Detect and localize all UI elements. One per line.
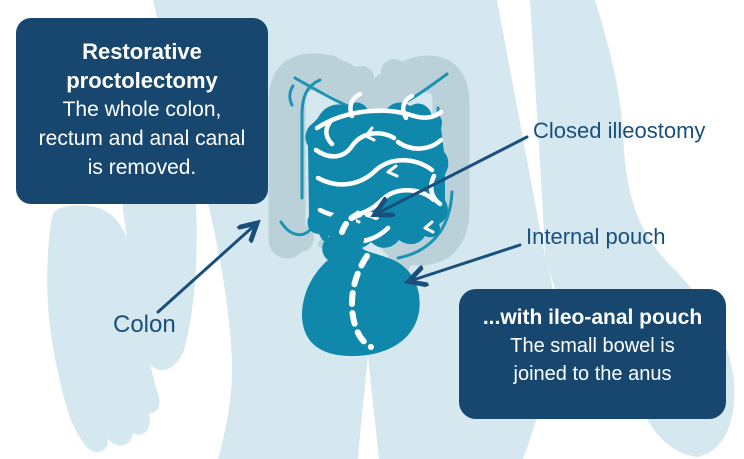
internal-pouch-label: Internal pouch: [526, 224, 666, 249]
right-box-title: ...with ileo-anal pouch: [482, 306, 703, 329]
arrow-to-colon-icon: [156, 224, 256, 314]
arrow-to-ileostomy-icon: [376, 135, 529, 214]
right-box-body-line2: joined to the anus: [513, 363, 672, 385]
left-hand: [47, 205, 160, 453]
small-intestine: [305, 91, 449, 249]
left-box-title-line1: Restorative: [82, 39, 202, 64]
colon-label: Colon: [113, 311, 176, 338]
right-box-body-line1: The small bowel is: [510, 335, 675, 357]
left-box-title-line2: proctolectomy: [66, 68, 218, 93]
pouch-body: [302, 209, 420, 356]
ileo-anal-pouch-box: ...with ileo-anal pouch The small bowel …: [459, 289, 726, 419]
restorative-proctolectomy-box: Restorative proctolectomy The whole colo…: [16, 18, 268, 204]
closed-ileostomy-label: Closed illeostomy: [533, 118, 706, 143]
left-box-body-line1: The whole colon,: [62, 98, 222, 121]
arrow-to-pouch-icon: [410, 243, 522, 281]
left-box-body-line3: is removed.: [87, 156, 197, 179]
pouch-suture-dashed-line: [348, 253, 374, 350]
left-box-body-line2: rectum and anal canal: [38, 127, 246, 150]
pointer-arrows: [156, 135, 529, 314]
colon-haustra-bumps: [272, 55, 466, 252]
